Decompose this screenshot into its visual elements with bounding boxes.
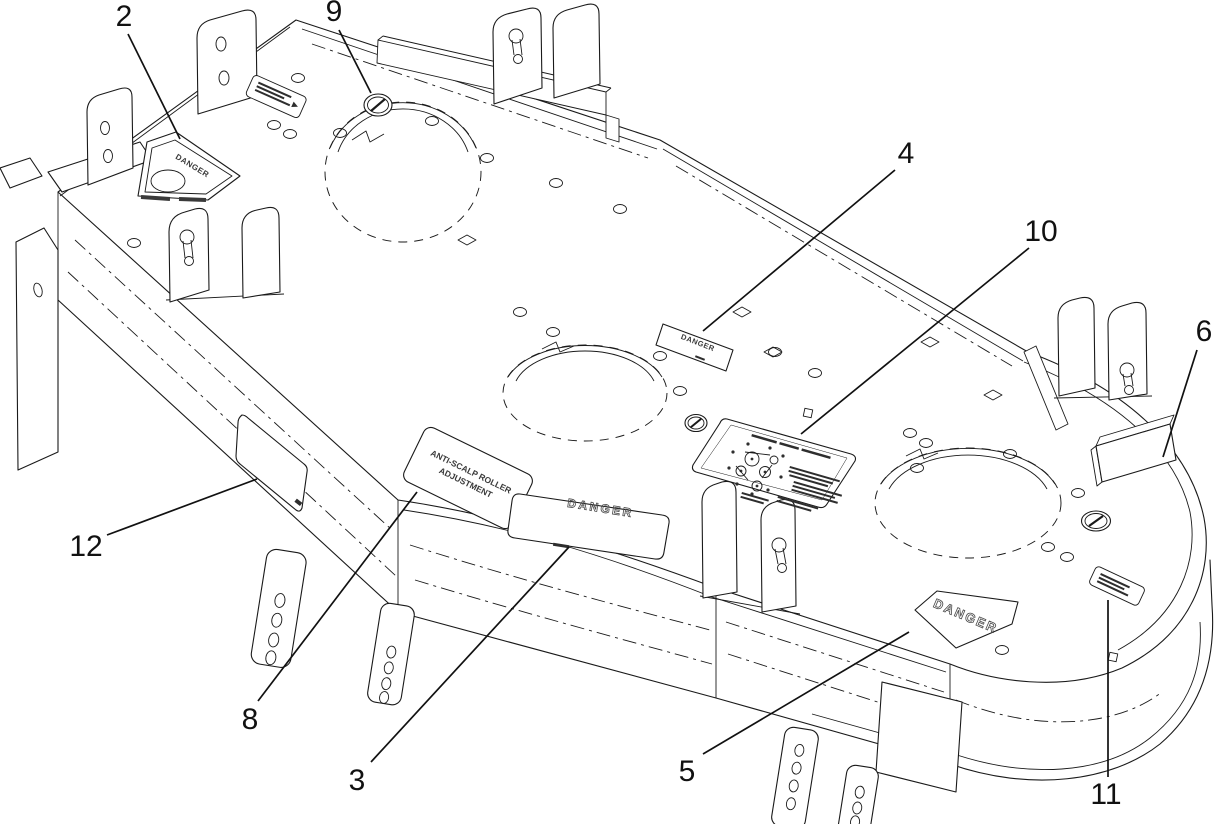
- instruction-text-block: [740, 492, 769, 505]
- brackets: [87, 4, 1152, 614]
- callout-4: 4: [703, 137, 914, 331]
- hanger-plate: [250, 548, 308, 669]
- grease-caps: [364, 94, 1111, 531]
- callout-2: 2: [116, 0, 180, 139]
- callout-3-number: 3: [349, 764, 366, 797]
- danger-decal-corner: DANGER: [138, 132, 240, 200]
- fine-print-decal-right: [1088, 566, 1145, 607]
- grease-cap-left: [364, 94, 392, 116]
- instruction-text-block: [776, 496, 819, 512]
- deck-body: [58, 20, 1213, 780]
- bracket-right-rear: [1054, 297, 1152, 400]
- bracket-top-center: [493, 4, 600, 104]
- callout-2-number: 2: [116, 0, 133, 33]
- callout-5-number: 5: [679, 755, 696, 788]
- callout-10-number: 10: [1024, 215, 1057, 248]
- callout-8-number: 8: [242, 703, 259, 736]
- callout-12: 12: [69, 479, 257, 563]
- hanger-plate: [366, 602, 415, 706]
- callout-3: 3: [349, 547, 569, 797]
- decals: DANGER ANTI-SCALP ROLLER ADJUSTMENT DANG…: [138, 74, 1176, 648]
- left-edge-plates: [0, 142, 152, 470]
- blade-openings: [325, 102, 1061, 558]
- callout-9-number: 9: [326, 0, 343, 28]
- top-baffle: [377, 36, 619, 142]
- callout-6: 6: [1163, 315, 1212, 457]
- grease-cap-right: [1082, 511, 1111, 531]
- callout-11: 11: [1090, 600, 1122, 811]
- blank-decal-left-skirt: [236, 415, 307, 511]
- slot-marks: [458, 235, 1118, 662]
- blade-opening-left: [325, 102, 481, 242]
- callout-4-number: 4: [898, 137, 915, 170]
- callout-8: 8: [242, 492, 417, 736]
- fine-print-decal-top: [245, 74, 307, 119]
- callout-9: 9: [326, 0, 371, 93]
- blank-decal-right-plate: [1091, 415, 1176, 486]
- instruction-title-lines: [751, 434, 831, 460]
- bracket-center-front: [700, 481, 800, 614]
- callouts: 2 9 4 10 6 12 8 3: [69, 0, 1212, 811]
- mounting-holes: [128, 74, 1085, 655]
- blade-opening-right: [875, 448, 1061, 558]
- callout-11-number: 11: [1090, 778, 1121, 811]
- danger-decal-front: DANGER: [508, 494, 669, 559]
- instruction-text-block: [788, 466, 840, 488]
- callout-5: 5: [679, 632, 909, 788]
- danger-decal-top: DANGER: [656, 324, 733, 371]
- instruction-text-block: [791, 481, 843, 504]
- grease-cap-center: [685, 415, 707, 432]
- bracket-left-lower: [166, 207, 284, 302]
- baffles: [377, 36, 1068, 430]
- bracket-top-left: [197, 10, 257, 114]
- callout-10: 10: [801, 215, 1058, 434]
- hanger-slab: [876, 682, 962, 792]
- callout-6-number: 6: [1196, 315, 1213, 348]
- hanger-plate: [837, 764, 880, 824]
- belt-routing-instruction-decal: [692, 419, 855, 512]
- deck-skirt-bottom: [58, 300, 1213, 780]
- hanger-plates: [250, 548, 962, 824]
- danger-decal-pentagon: DANGER: [915, 591, 1018, 648]
- belt-routing-schematic: [727, 442, 785, 496]
- callout-12-number: 12: [69, 530, 102, 563]
- blade-opening-center: [503, 342, 667, 441]
- right-rear-baffle: [1024, 346, 1068, 430]
- bracket-left: [87, 88, 133, 185]
- hanger-plate: [770, 726, 819, 824]
